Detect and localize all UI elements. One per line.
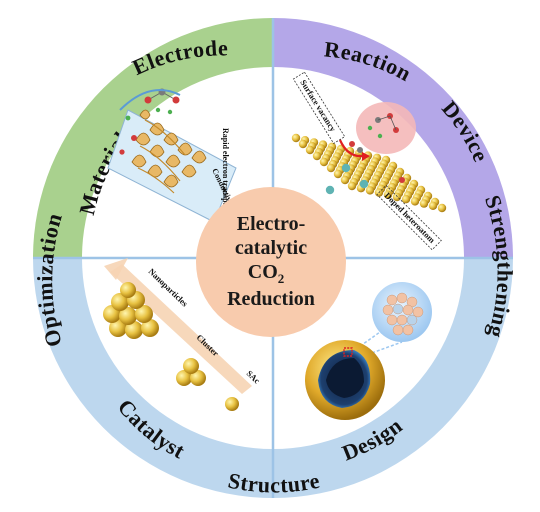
center-subscript: 2	[278, 271, 285, 286]
lattice-atom	[383, 190, 393, 199]
cluster-spheres-icon	[176, 358, 206, 386]
size-arrow-icon	[110, 264, 252, 394]
center-line-4: Reduction	[227, 288, 315, 310]
lattice-atom	[312, 151, 322, 161]
cluster-atom	[402, 324, 414, 336]
cluster-atom	[382, 304, 394, 316]
reaction-arrowhead	[362, 152, 370, 161]
molecule-icon	[119, 88, 180, 155]
core-shell-sphere-icon	[305, 340, 385, 420]
lattice-atom	[319, 157, 329, 167]
nanosheet-array-icon	[131, 109, 207, 194]
center-line-1: Electro-	[237, 213, 306, 235]
vacancy-bubble	[356, 102, 416, 154]
center-hub: Electro- catalytic CO2 Reduction	[196, 187, 346, 337]
center-line-3: CO2	[248, 261, 285, 286]
lattice-atom	[340, 175, 350, 185]
lattice-atom	[333, 169, 343, 179]
cluster-atom	[392, 303, 404, 315]
cluster-atom	[396, 314, 408, 326]
lattice-atom	[326, 163, 336, 173]
reaction-panel: Surface vacancy Doped heteroatom	[291, 71, 447, 251]
reaction-arrow	[338, 139, 365, 158]
lattice-atom	[410, 197, 420, 206]
cluster-atom	[412, 306, 424, 318]
lattice-atom	[298, 139, 308, 149]
cluster-atom	[406, 314, 418, 326]
lattice-atom	[392, 192, 402, 202]
lattice-atom	[347, 181, 357, 191]
adsorbate-atom	[399, 177, 405, 183]
cluster-atom	[392, 324, 404, 336]
cluster-atom	[386, 314, 398, 326]
lattice-atom	[291, 133, 301, 143]
center-line-2: catalytic	[235, 237, 307, 259]
adsorbate-atom	[357, 147, 363, 153]
label-structure: Structure	[226, 468, 322, 498]
vacancy-label-box	[292, 71, 346, 145]
center-co-text: CO	[248, 261, 278, 283]
design-panel	[305, 282, 432, 420]
diffusion-arrow	[119, 89, 181, 111]
dopant-atom	[325, 185, 335, 195]
lattice-atom	[437, 203, 447, 213]
cluster-atom	[396, 292, 408, 304]
lattice-atom	[305, 145, 315, 155]
lattice-atom	[401, 195, 411, 204]
adsorbate-molecule-icon	[367, 113, 399, 139]
size-arrowhead	[104, 258, 128, 280]
center-circle	[196, 187, 346, 337]
cluster-atom	[386, 294, 398, 306]
adsorbate-atom	[349, 141, 355, 147]
dopant-atom	[341, 163, 351, 173]
single-atom-icon	[225, 397, 239, 411]
dopant-atom	[359, 179, 369, 189]
nanoparticle-pile-icon	[103, 282, 159, 339]
dopant-label-box	[376, 184, 442, 251]
lattice-atom	[365, 186, 375, 195]
lattice-atom	[428, 201, 438, 210]
cluster-atom	[402, 304, 414, 316]
lattice-atom	[419, 199, 429, 208]
bimetallic-cluster-icon	[382, 292, 424, 336]
